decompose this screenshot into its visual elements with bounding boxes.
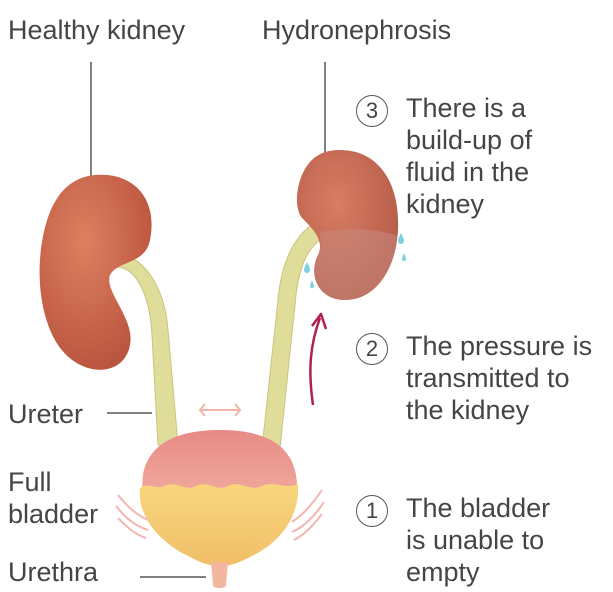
pressure-mark — [200, 404, 240, 416]
step-text: There is a build-up of fluid in the kidn… — [406, 92, 606, 220]
step-number-badge: 3 — [356, 95, 388, 127]
pressure-arrow — [310, 318, 320, 405]
ureter-label: Ureter — [8, 398, 83, 430]
step-text: The bladder is unable to empty — [406, 492, 606, 588]
full-bladder-label: Full bladder — [8, 466, 98, 530]
bladder-fluid — [140, 484, 298, 566]
urethra-label: Urethra — [8, 556, 98, 588]
droplet — [310, 280, 314, 288]
droplet — [402, 253, 406, 261]
step-text: The pressure is transmitted to the kidne… — [406, 330, 613, 426]
healthy-kidney-label: Healthy kidney — [8, 14, 185, 46]
fluid-buildup-overlay — [314, 229, 397, 300]
droplet — [398, 233, 404, 244]
step-number-badge: 1 — [356, 495, 388, 527]
hydronephrosis-label: Hydronephrosis — [262, 14, 451, 46]
step-number-badge: 2 — [356, 333, 388, 365]
urethra-shape — [211, 562, 228, 588]
droplet — [304, 262, 310, 273]
